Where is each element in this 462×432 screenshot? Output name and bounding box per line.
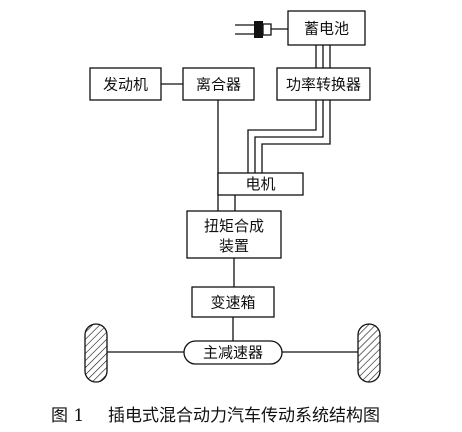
charging-plug-icon [235, 21, 288, 38]
battery-box: 蓄电池 [287, 10, 366, 46]
motor-label: 电机 [245, 175, 275, 193]
engine-label: 发动机 [103, 76, 148, 94]
clutch-box: 离合器 [182, 67, 255, 101]
battery-label: 蓄电池 [304, 20, 349, 38]
figure-caption: 图 1 插电式混合动力汽车传动系统结构图 [51, 406, 380, 426]
battery-converter-cable [315, 45, 331, 68]
right-wheel-icon [357, 323, 381, 383]
torque-coupler-box: 扭矩合成 装置 [186, 210, 282, 259]
final-drive-box: 主减速器 [183, 340, 283, 365]
clutch-label: 离合器 [196, 76, 241, 94]
power-converter-box: 功率转换器 [276, 67, 371, 101]
figure-title: 插电式混合动力汽车传动系统结构图 [108, 406, 380, 426]
torque-coupler-label-line1: 扭矩合成 [204, 217, 264, 235]
connection-lines [107, 45, 358, 353]
torque-coupler-label-line2: 装置 [219, 237, 249, 255]
left-wheel-icon [84, 323, 108, 383]
engine-box: 发动机 [89, 67, 162, 101]
final-drive-label: 主减速器 [203, 344, 263, 362]
figure-number: 图 1 [51, 406, 84, 426]
converter-motor-cable [247, 100, 331, 173]
power-converter-label: 功率转换器 [286, 76, 361, 94]
gearbox-box: 变速箱 [191, 286, 275, 318]
gearbox-label: 变速箱 [210, 294, 255, 312]
motor-box: 电机 [217, 172, 304, 196]
